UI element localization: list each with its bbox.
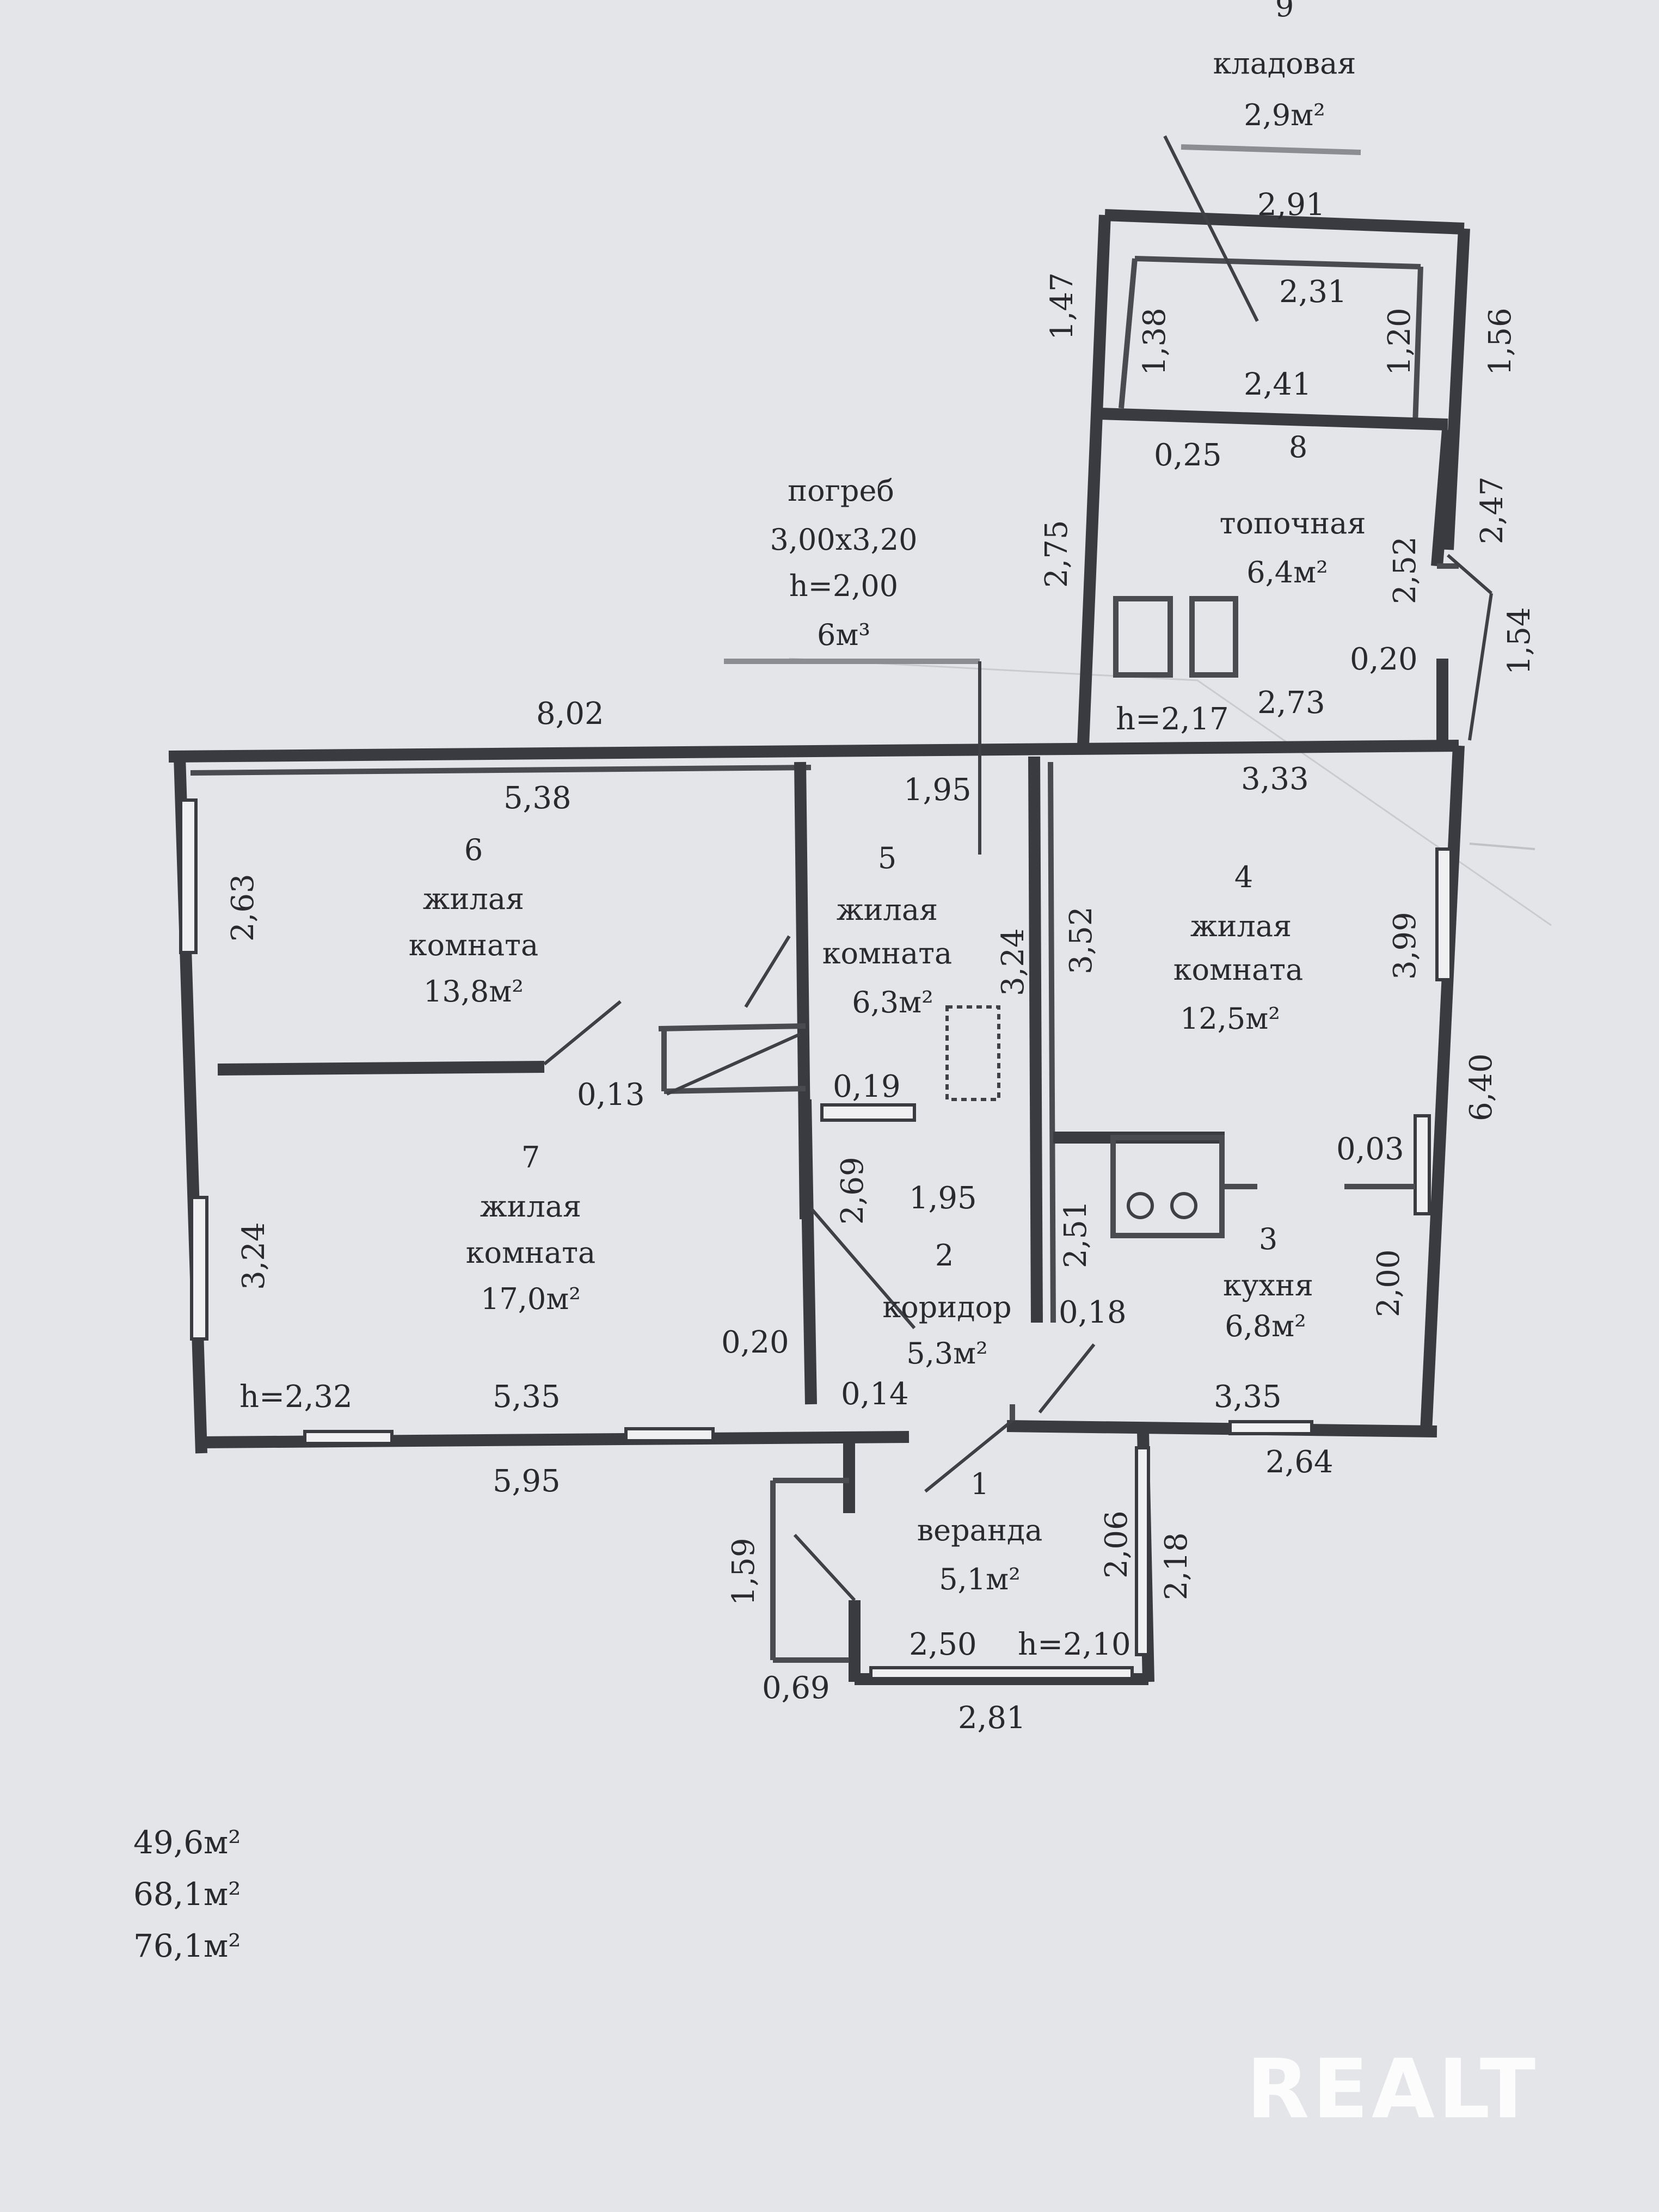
room-2-name: коридор bbox=[882, 1290, 1011, 1324]
room-4-name1: жилая bbox=[1190, 909, 1292, 943]
room-3-area: 6,8м² bbox=[1225, 1309, 1306, 1343]
room-5-number: 5 bbox=[878, 841, 896, 875]
room-2-number: 2 bbox=[935, 1238, 954, 1273]
room-6-area: 13,8м² bbox=[423, 974, 524, 1009]
dim-label: 2,41 bbox=[1244, 367, 1312, 402]
dim-label: 6,40 bbox=[1464, 1053, 1499, 1121]
dim-label: 0,20 bbox=[721, 1325, 789, 1360]
room-9-number: 9 bbox=[1275, 0, 1294, 23]
dim-label: 0,14 bbox=[841, 1377, 909, 1412]
dim-label: 2,18 bbox=[1159, 1532, 1194, 1600]
room-1-number: 1 bbox=[970, 1467, 989, 1501]
room-labels: 9 кладовая 2,9м² 8 топочная 6,4м² погреб… bbox=[409, 0, 1366, 1596]
dim-label: 1,54 bbox=[1502, 607, 1537, 675]
dim-label: 2,64 bbox=[1265, 1445, 1334, 1480]
area-totals: 49,6м² 68,1м² 76,1м² bbox=[133, 1824, 241, 1964]
room-4-area: 12,5м² bbox=[1180, 1001, 1280, 1036]
room-6-name2: комната bbox=[409, 928, 539, 962]
dim-label: 5,95 bbox=[493, 1464, 561, 1499]
room-6-number: 6 bbox=[464, 833, 483, 867]
cellar-volume: 6м³ bbox=[817, 618, 870, 652]
room-3-number: 3 bbox=[1259, 1222, 1277, 1256]
dim-label: 3,24 bbox=[996, 928, 1031, 996]
dim-label: h=2,10 bbox=[1018, 1627, 1131, 1662]
dim-label: 8,02 bbox=[536, 696, 604, 732]
dim-label: 2,73 bbox=[1257, 685, 1325, 721]
dim-label: 3,33 bbox=[1241, 761, 1309, 797]
dim-label: 5,38 bbox=[503, 781, 572, 816]
cellar-size: 3,00х3,20 bbox=[770, 523, 918, 557]
room-8-number: 8 bbox=[1289, 430, 1307, 464]
annex-walls bbox=[1077, 135, 1493, 746]
dim-label: 1,95 bbox=[909, 1181, 977, 1216]
room-9-name: кладовая bbox=[1213, 46, 1356, 81]
dim-label: 3,99 bbox=[1387, 912, 1423, 980]
room-5-name1: жилая bbox=[837, 893, 938, 927]
room-9-area: 2,9м² bbox=[1244, 98, 1325, 132]
dim-label: h=2,32 bbox=[239, 1379, 353, 1415]
cellar-name: погреб bbox=[788, 474, 894, 508]
realt-logo: REALT bbox=[1246, 2042, 1539, 2137]
dim-label: 1,59 bbox=[726, 1538, 761, 1606]
room-5-name2: комната bbox=[822, 936, 953, 970]
dim-label: 1,56 bbox=[1483, 308, 1518, 376]
dim-label: 1,38 bbox=[1137, 308, 1172, 376]
dim-label: 0,03 bbox=[1336, 1132, 1404, 1167]
dimension-labels: 8,02 5,38 1,95 3,33 2,73 h=2,17 0,20 2,9… bbox=[225, 187, 1537, 1736]
dim-label: 2,00 bbox=[1371, 1249, 1406, 1317]
dim-label: 1,20 bbox=[1382, 308, 1417, 376]
room-4-name2: комната bbox=[1173, 953, 1304, 987]
dim-label: 2,75 bbox=[1039, 520, 1074, 588]
room-4-number: 4 bbox=[1234, 860, 1253, 894]
room-1-area: 5,1м² bbox=[939, 1562, 1021, 1596]
dim-label: 2,52 bbox=[1387, 536, 1423, 604]
room-7-name2: комната bbox=[466, 1236, 596, 1270]
dim-label: 0,69 bbox=[762, 1670, 830, 1706]
room-7-number: 7 bbox=[521, 1140, 540, 1175]
room-2-area: 5,3м² bbox=[906, 1336, 988, 1371]
total-area-with-annex: 76,1м² bbox=[133, 1927, 241, 1964]
dim-label: 2,47 bbox=[1474, 476, 1510, 544]
room-8-area: 6,4м² bbox=[1246, 555, 1328, 589]
room-3-name: кухня bbox=[1223, 1268, 1313, 1302]
dim-label: 2,81 bbox=[958, 1700, 1026, 1736]
dim-label: 3,35 bbox=[1214, 1379, 1282, 1415]
room-8-name: топочная bbox=[1220, 506, 1366, 540]
dim-label: 2,06 bbox=[1099, 1510, 1134, 1578]
dim-label: 0,19 bbox=[833, 1069, 901, 1104]
dim-label: 0,18 bbox=[1059, 1295, 1127, 1330]
dim-label: 2,51 bbox=[1058, 1200, 1093, 1268]
dim-label: 3,52 bbox=[1064, 906, 1099, 974]
house-walls bbox=[168, 740, 1465, 1493]
dim-label: 2,63 bbox=[225, 874, 261, 942]
veranda-walls bbox=[770, 1431, 1154, 1685]
total-area: 68,1м² bbox=[133, 1876, 241, 1913]
dim-label: 1,95 bbox=[904, 772, 972, 808]
dim-label: 0,25 bbox=[1154, 438, 1222, 473]
room-6-name1: жилая bbox=[423, 882, 524, 916]
room-7-name1: жилая bbox=[480, 1189, 581, 1224]
room-7-area: 17,0м² bbox=[481, 1282, 581, 1316]
dim-label: 2,91 bbox=[1257, 187, 1325, 223]
dim-label: 2,69 bbox=[835, 1157, 870, 1225]
cellar-height: h=2,00 bbox=[789, 569, 898, 603]
total-living-area: 49,6м² bbox=[133, 1824, 241, 1861]
dim-label: 1,47 bbox=[1044, 272, 1080, 340]
dim-label: 5,35 bbox=[493, 1379, 561, 1415]
room-5-area: 6,3м² bbox=[852, 985, 933, 1019]
dim-label: 2,50 bbox=[909, 1627, 977, 1662]
dim-label: h=2,17 bbox=[1116, 702, 1229, 737]
room-1-name: веранда bbox=[917, 1513, 1043, 1547]
dim-label: 0,13 bbox=[577, 1077, 645, 1113]
dim-label: 3,24 bbox=[236, 1222, 272, 1290]
dim-label: 2,31 bbox=[1279, 274, 1347, 310]
dim-label: 0,20 bbox=[1350, 642, 1418, 677]
